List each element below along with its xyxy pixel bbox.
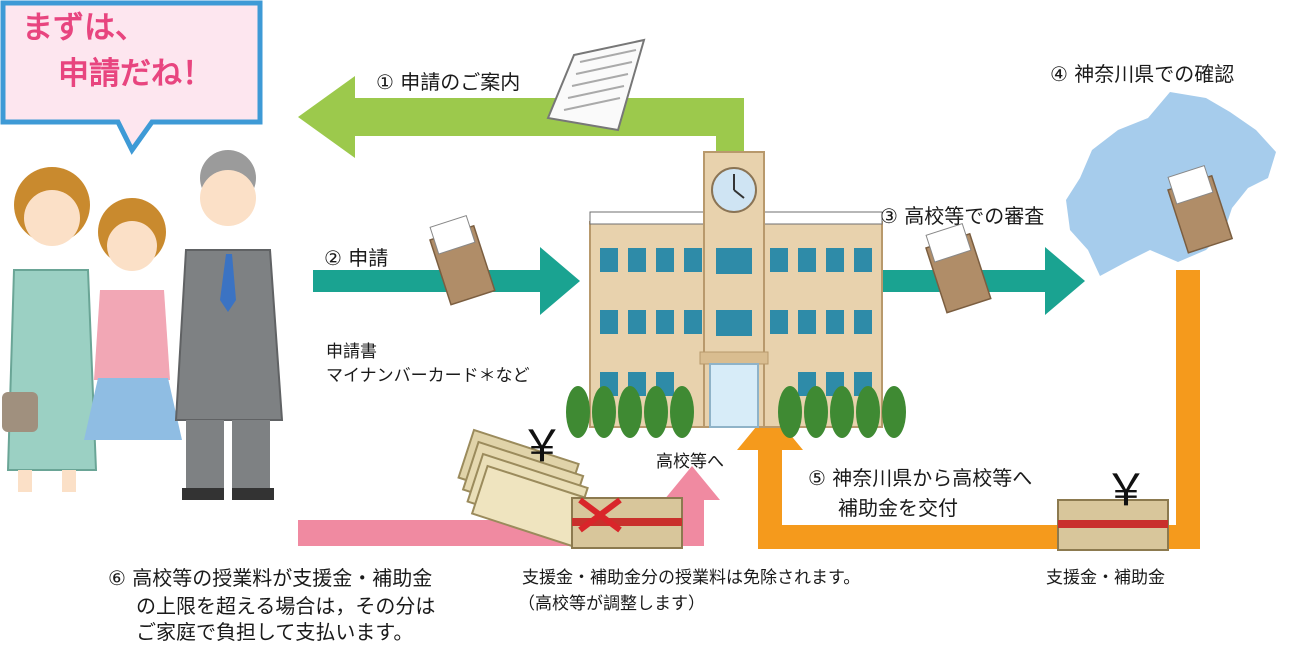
yen-symbol-right: ￥ (1104, 465, 1148, 516)
step-3-label: ③ 高校等での審査 (880, 204, 1045, 228)
to-school-label: 高校等へ (656, 452, 724, 472)
step-2-label: ② 申請 (324, 246, 389, 270)
envelope-kanagawa (1167, 164, 1234, 254)
step-6-label-line-2: の上限を超える場合は，その分は (136, 594, 436, 618)
step-5-label-line-1: ⑤ 神奈川県から高校等へ (808, 466, 1033, 490)
guide-document (546, 38, 646, 132)
exemption-line-1: 支援金・補助金分の授業料は免除されます。 (522, 568, 861, 588)
step-4-label: ④ 神奈川県での確認 (1050, 62, 1235, 86)
documents-line-2: マイナンバーカード＊など (326, 366, 530, 386)
documents-line-1: 申請書 (326, 342, 377, 362)
guide-arrow (298, 76, 744, 188)
envelope-review (925, 222, 992, 314)
yen-symbol-left: ￥ (520, 421, 564, 472)
step-6-label-line-1: ⑥ 高校等の授業料が支援金・補助金 (108, 566, 433, 590)
bubble-line-1: まずは、 (22, 10, 146, 46)
bubble-line-2: 申請だね！ (58, 56, 213, 92)
step-1-label: ① 申請のご案内 (376, 70, 521, 94)
step-6-label-line-3: ご家庭で負担して支払います。 (136, 620, 414, 644)
money-bills (457, 428, 594, 549)
school-building (566, 151, 906, 438)
step-5-label-line-2: 補助金を交付 (838, 496, 958, 520)
envelope-application (429, 214, 496, 306)
money-stack-crossed (571, 497, 683, 549)
family-illustration (2, 150, 284, 500)
speech-bubble (0, 0, 263, 155)
exemption-line-2: （高校等が調整します） (518, 594, 705, 614)
support-label: 支援金・補助金 (1046, 568, 1165, 588)
money-stack-subsidy (1057, 499, 1169, 551)
